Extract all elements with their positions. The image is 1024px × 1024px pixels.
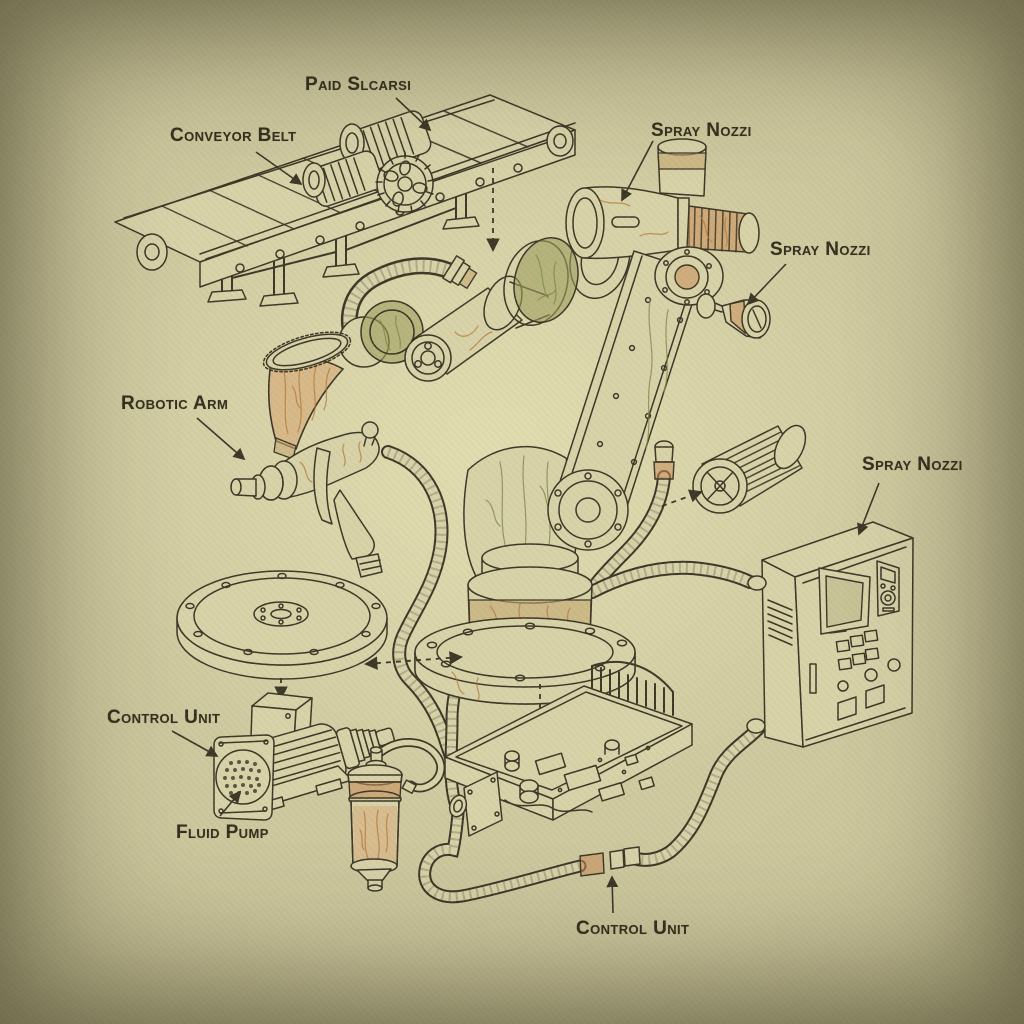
label-control-unit-left: Control Unit [107, 707, 221, 728]
circuit-board [444, 660, 693, 837]
spray-gun [230, 331, 383, 578]
wrist-motor [692, 424, 807, 514]
label-spray-nozzle-mid: Spray Nozzi [770, 239, 871, 260]
spray-nozzle-part [696, 293, 771, 339]
turntable-disc [176, 570, 388, 680]
label-spray-nozzle-panel: Spray Nozzi [862, 454, 963, 475]
fluid-filter [347, 738, 446, 892]
conveyor-belt [114, 94, 576, 307]
label-fluid-pump: Fluid Pump [176, 822, 269, 843]
label-leaders [171, 97, 880, 914]
control-panel [746, 521, 914, 748]
label-robotic-arm: Robotic Arm [121, 393, 229, 414]
drive-motor [302, 110, 432, 207]
shoulder-hose [338, 255, 478, 368]
main-arm [547, 246, 724, 551]
label-paint-sprayer: Paid Slcarsi [305, 74, 412, 95]
label-conveyor-belt: Conveyor Belt [170, 125, 297, 146]
paint-cup [262, 331, 352, 460]
drive-gear [375, 151, 435, 213]
forearm-link [404, 275, 550, 382]
hose-coupling [579, 846, 641, 877]
label-spray-nozzle-top: Spray Nozzi [651, 120, 752, 141]
label-control-unit-bottom: Control Unit [576, 918, 690, 939]
upper-arm-cylinder [565, 138, 760, 260]
